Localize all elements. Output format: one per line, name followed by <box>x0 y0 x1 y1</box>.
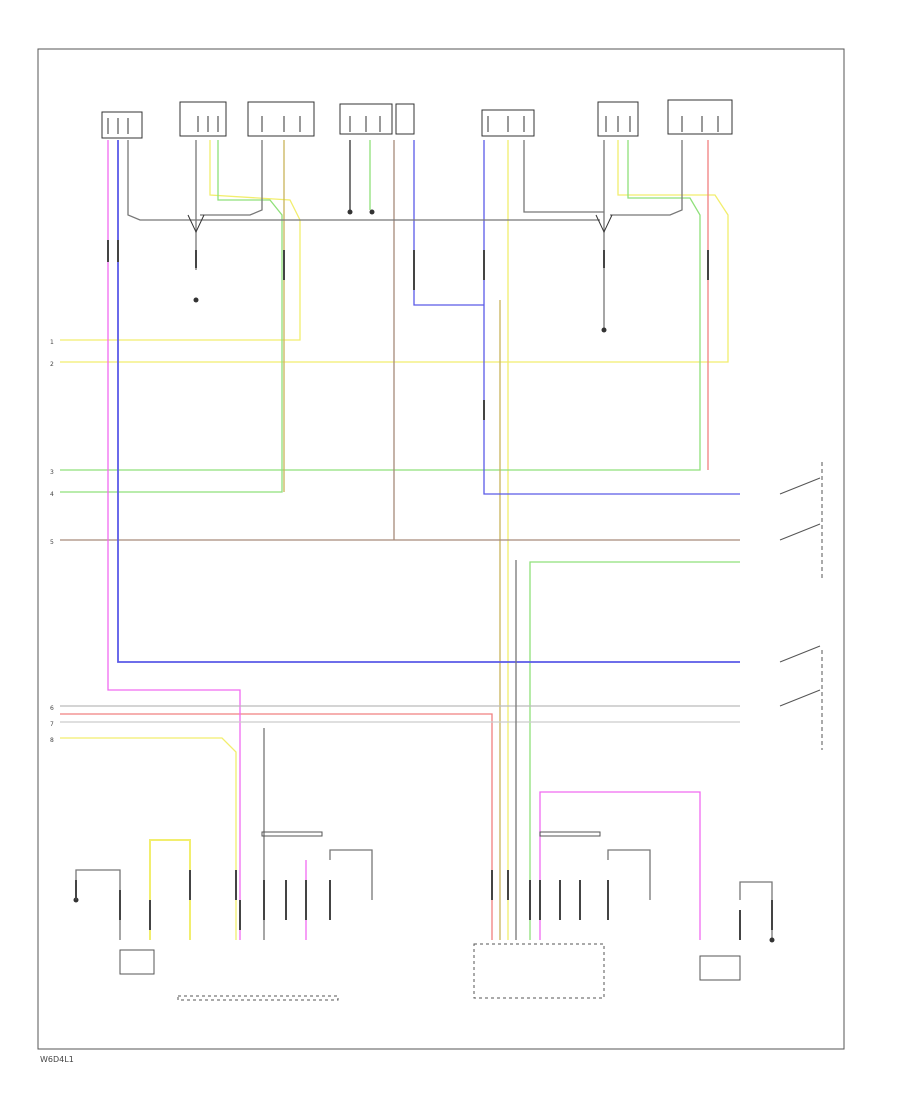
connector-ambient-lamp-b <box>395 103 415 135</box>
wire-red-2 <box>60 713 493 940</box>
terminal-number: 2 <box>50 361 54 368</box>
connector-ambient-lamp <box>339 103 393 135</box>
wire-black-5 <box>200 140 263 216</box>
wire-black-12 <box>607 849 651 900</box>
wire-green-4 <box>529 561 740 940</box>
connector-right-lock <box>101 111 143 139</box>
bottom-connector-passenger <box>261 831 323 837</box>
wire-pink-1 <box>107 140 241 940</box>
wire-black-1 <box>127 140 600 221</box>
wire-black-6 <box>610 140 683 216</box>
switch-contact-1 <box>779 477 821 495</box>
bottom-pins <box>75 870 773 940</box>
connector-left-puddle-lamp <box>597 101 639 137</box>
ground-points <box>73 209 775 943</box>
bottom-modules <box>119 831 741 1001</box>
splices <box>187 214 613 234</box>
wire-green-1 <box>60 140 701 471</box>
module-passenger-door <box>177 995 339 1001</box>
terminal-number: 8 <box>50 737 54 744</box>
terminal-number: 7 <box>50 721 54 728</box>
ground-left <box>601 327 607 333</box>
terminal-number: 1 <box>50 339 54 346</box>
wire-blue-2 <box>483 140 740 495</box>
terminal-number: 6 <box>50 705 54 712</box>
module-driver-door <box>473 943 605 999</box>
switch-contact-2 <box>779 523 821 541</box>
connector-right-turn-lamp <box>247 101 315 137</box>
diagram-border <box>37 48 845 1050</box>
wire-yellow-2 <box>60 140 729 363</box>
terminal-number: 4 <box>50 491 54 498</box>
terminal-number: 5 <box>50 539 54 546</box>
terminal-number: 3 <box>50 469 54 476</box>
connector-left-turn-lamp <box>667 99 733 135</box>
wire-black-9 <box>75 869 121 940</box>
wire-pink-2 <box>539 791 701 940</box>
module-right-mirror <box>119 949 155 975</box>
ground-right <box>193 297 199 303</box>
top-connectors <box>101 99 733 139</box>
switch-contact-4 <box>779 689 821 707</box>
wire-yellow-1 <box>60 140 301 341</box>
connector-pins <box>107 116 719 134</box>
switch-contact-3 <box>779 645 821 663</box>
wire-yellow-3 <box>60 737 237 940</box>
ground-ambient-b <box>369 209 375 215</box>
bottom-connector-driver <box>539 831 601 837</box>
module-left-mirror <box>699 955 741 981</box>
right-switches <box>779 462 823 750</box>
wire-blue-3 <box>413 140 484 306</box>
wire-black-4 <box>523 140 604 213</box>
diagram-footer-code: W6D4L1 <box>40 1055 74 1064</box>
ground-ambient-a <box>347 209 353 215</box>
left-terminal-numbers: 1 2 3 4 5 6 7 8 <box>50 339 54 744</box>
wire-blue-1 <box>117 140 740 663</box>
wire-black-10 <box>739 881 773 940</box>
ground-bottom-right <box>769 937 775 943</box>
connector-right-puddle-lamp <box>179 101 227 137</box>
connector-left-lock <box>481 109 535 137</box>
wire-markings <box>107 240 709 420</box>
wire-green-2 <box>60 140 283 493</box>
wire-yellow-4 <box>149 839 191 940</box>
wire-group <box>60 140 773 940</box>
wire-black-11 <box>329 849 373 900</box>
